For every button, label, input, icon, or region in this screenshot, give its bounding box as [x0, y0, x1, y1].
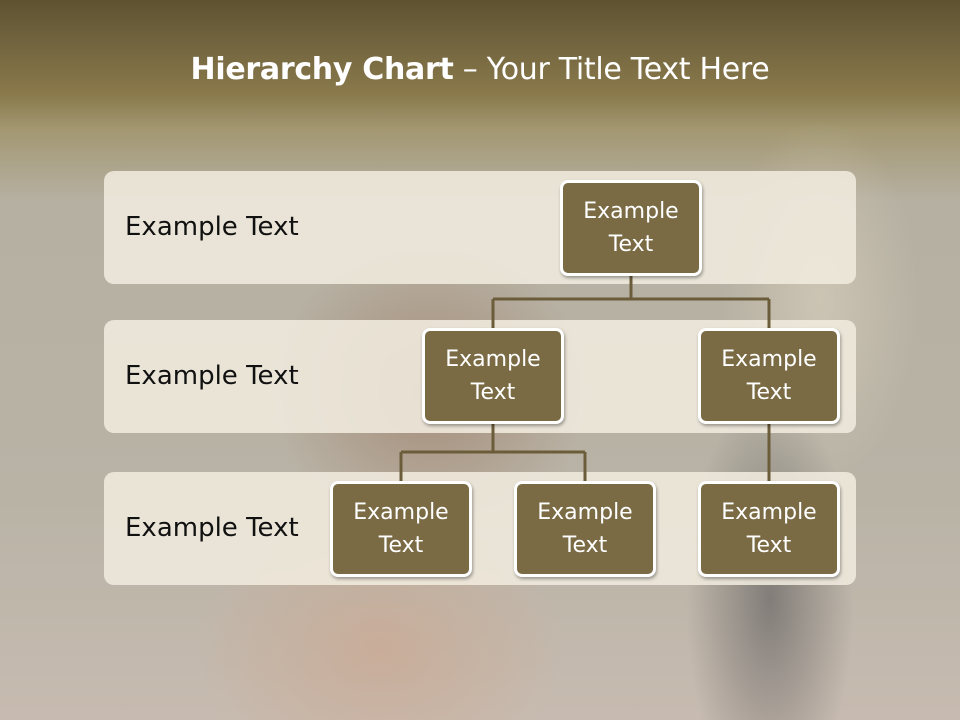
node-level3-c-label: Example Text — [721, 500, 817, 558]
node-level2-left[interactable]: Example Text — [422, 328, 564, 424]
level-label-1: Example Text — [125, 212, 299, 242]
level-band-1: Example Text — [104, 171, 856, 284]
slide-title: Hierarchy Chart – Your Title Text Here — [0, 52, 960, 87]
node-level3-c[interactable]: Example Text — [698, 481, 840, 577]
node-root[interactable]: Example Text — [560, 180, 702, 276]
title-bold-part: Hierarchy Chart — [190, 52, 454, 87]
node-level3-b-label: Example Text — [537, 500, 633, 558]
node-level3-b[interactable]: Example Text — [514, 481, 656, 577]
node-level2-left-label: Example Text — [445, 347, 541, 405]
node-root-label: Example Text — [583, 199, 679, 257]
node-level3-a[interactable]: Example Text — [330, 481, 472, 577]
title-rest-part: – Your Title Text Here — [453, 52, 770, 87]
node-level2-right[interactable]: Example Text — [698, 328, 840, 424]
node-level2-right-label: Example Text — [721, 347, 817, 405]
level-label-3: Example Text — [125, 513, 299, 543]
level-label-2: Example Text — [125, 361, 299, 391]
node-level3-a-label: Example Text — [353, 500, 449, 558]
